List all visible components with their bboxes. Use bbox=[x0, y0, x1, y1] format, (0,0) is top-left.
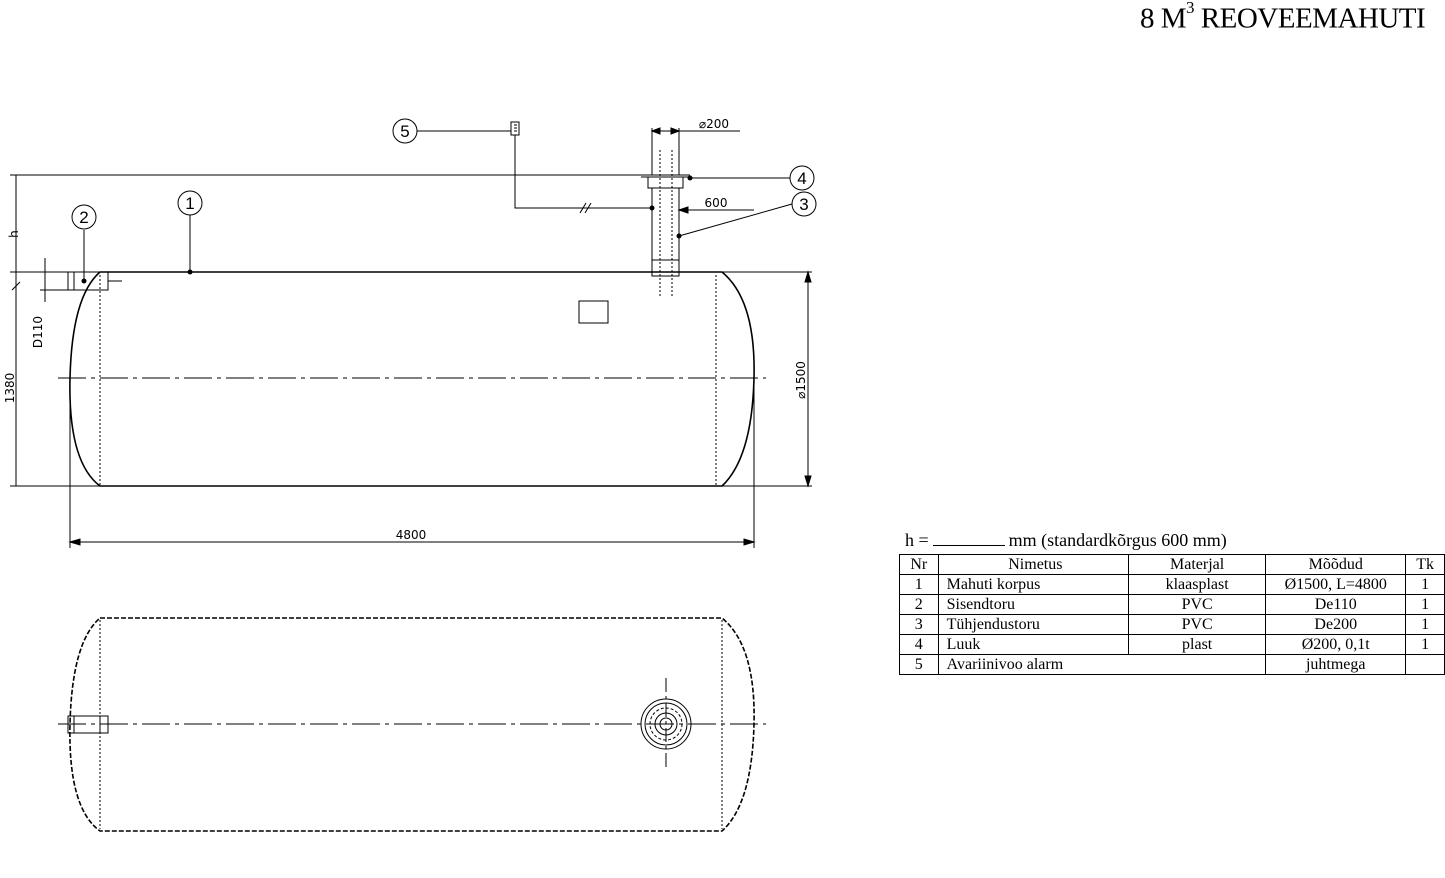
table-row: 1 Mahuti korpus klaasplast Ø1500, L=4800… bbox=[899, 574, 1445, 595]
cell-nr: 5 bbox=[899, 654, 939, 675]
cell-name: Luuk bbox=[937, 634, 1130, 655]
height-blank bbox=[932, 531, 1005, 546]
dim-h-label: h bbox=[7, 230, 21, 238]
cell-dimensions: juhtmega bbox=[1265, 654, 1407, 675]
dim-diameter-label: ⌀1500 bbox=[794, 361, 808, 399]
cell-name: Sisendtoru bbox=[937, 594, 1130, 615]
header-materjal: Materjal bbox=[1128, 554, 1267, 575]
callout-circle-4 bbox=[789, 165, 815, 191]
cell-name: Avariinivoo alarm bbox=[937, 654, 1267, 675]
cell-qty bbox=[1405, 654, 1445, 675]
cell-dimensions: De110 bbox=[1265, 594, 1407, 615]
inlet-pipe-top bbox=[67, 715, 109, 734]
label-plate bbox=[578, 300, 609, 324]
dim-1380-label: 1380 bbox=[3, 373, 17, 404]
table-header-row: Nr Nimetus Materjal Mõõdud Tk bbox=[899, 554, 1445, 575]
cell-material: PVC bbox=[1128, 614, 1267, 635]
cell-dimensions: De200 bbox=[1265, 614, 1407, 635]
cell-material: klaasplast bbox=[1128, 574, 1267, 595]
table-row: 4 Luuk plast Ø200, 0,1t 1 bbox=[899, 634, 1445, 655]
callout-circle-3 bbox=[791, 191, 817, 217]
cell-nr: 3 bbox=[899, 614, 939, 635]
cell-nr: 1 bbox=[899, 574, 939, 595]
drawing-title: 8 M3 REOVEEMAHUTI bbox=[1140, 0, 1426, 35]
callout-circle-1 bbox=[177, 190, 203, 216]
callout-2: 2 bbox=[79, 208, 88, 227]
cell-dimensions: Ø1500, L=4800 bbox=[1265, 574, 1407, 595]
callout-circle-5 bbox=[392, 118, 418, 144]
callout-5: 5 bbox=[400, 122, 409, 141]
cell-qty: 1 bbox=[1405, 574, 1445, 595]
cell-qty: 1 bbox=[1405, 634, 1445, 655]
dim-600-label: 600 bbox=[705, 196, 728, 210]
cell-nr: 4 bbox=[899, 634, 939, 655]
table-row: 3 Tühjendustoru PVC De200 1 bbox=[899, 614, 1445, 635]
dim-d110-label: D110 bbox=[31, 316, 45, 348]
table-row: 2 Sisendtoru PVC De110 1 bbox=[899, 594, 1445, 615]
riser-pipe-side bbox=[651, 187, 680, 273]
cell-nr: 2 bbox=[899, 594, 939, 615]
header-tk: Tk bbox=[1405, 554, 1445, 575]
table-row: 5 Avariinivoo alarm juhtmega bbox=[899, 654, 1445, 675]
header-nr: Nr bbox=[899, 554, 939, 575]
height-note: h =mm (standardkõrgus 600 mm) bbox=[905, 530, 1227, 550]
cell-qty: 1 bbox=[1405, 614, 1445, 635]
cell-material: plast bbox=[1128, 634, 1267, 655]
callout-3: 3 bbox=[799, 195, 808, 214]
hatch-outer-top bbox=[640, 698, 692, 750]
callout-4: 4 bbox=[797, 169, 806, 188]
cell-material: PVC bbox=[1128, 594, 1267, 615]
cell-name: Tühjendustoru bbox=[937, 614, 1130, 635]
callout-1: 1 bbox=[185, 194, 194, 213]
cell-qty: 1 bbox=[1405, 594, 1445, 615]
header-nimetus: Nimetus bbox=[937, 554, 1130, 575]
tank-body-top bbox=[69, 617, 755, 832]
cell-name: Mahuti korpus bbox=[937, 574, 1130, 595]
header-moodud: Mõõdud bbox=[1265, 554, 1407, 575]
dim-length-label: 4800 bbox=[396, 528, 427, 542]
callout-circle-2 bbox=[71, 204, 97, 230]
cell-dimensions: Ø200, 0,1t bbox=[1265, 634, 1407, 655]
tank-body-side bbox=[69, 271, 755, 487]
parts-table: Nr Nimetus Materjal Mõõdud Tk 1 Mahuti k… bbox=[899, 554, 1445, 675]
dim-pipe-diameter-label: ⌀200 bbox=[699, 117, 729, 131]
